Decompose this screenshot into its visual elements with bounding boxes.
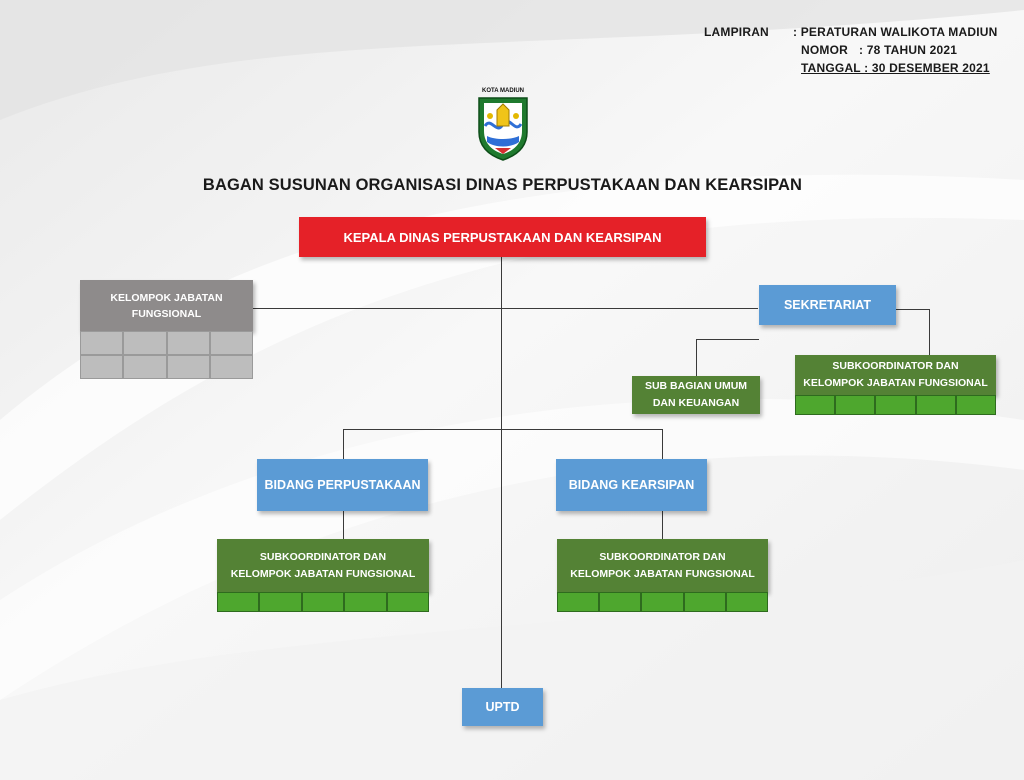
grid-cell — [557, 592, 600, 612]
grid-cell — [80, 331, 124, 355]
horizontal-line-upper — [253, 308, 758, 309]
line-to-perpustakaan — [343, 429, 344, 459]
grid-cell — [725, 592, 769, 612]
subkoordinator-line-2: KELOMPOK JABATAN FUNGSIONAL — [230, 567, 416, 580]
emblem-icon — [478, 97, 528, 161]
grid-cell — [641, 592, 684, 612]
lampiran-value: : PERATURAN WALIKOTA MADIUN — [793, 25, 998, 39]
chart-title: BAGAN SUSUNAN ORGANISASI DINAS PERPUSTAK… — [202, 176, 803, 194]
main-vertical-line — [501, 257, 502, 689]
subkoordinator-line-1: SUBKOORDINATOR DAN — [832, 360, 959, 372]
subkoordinator-perpustakaan-cells — [217, 592, 430, 612]
grid-cell — [955, 395, 997, 415]
line-sekretariat-left — [696, 339, 759, 340]
grid-cell — [123, 331, 167, 355]
nomor-value: : 78 TAHUN 2021 — [859, 43, 958, 57]
subkoordinator-sekretariat-cells — [795, 395, 997, 415]
subkoordinator-sekretariat-box: SUBKOORDINATOR DAN KELOMPOK JABATAN FUNG… — [795, 355, 996, 395]
nomor-label: NOMOR — [801, 43, 848, 57]
subkoordinator-kearsipan-box: SUBKOORDINATOR DAN KELOMPOK JABATAN FUNG… — [557, 539, 768, 592]
grid-cell — [835, 395, 876, 415]
subkoordinator-line-2: KELOMPOK JABATAN FUNGSIONAL — [570, 567, 755, 580]
uptd-box: UPTD — [462, 688, 543, 726]
line-sekretariat-subbag — [696, 339, 697, 376]
grid-cell — [344, 592, 387, 612]
grid-cell — [683, 592, 726, 612]
grid-cell — [259, 592, 302, 612]
kelompok-jabatan-grid — [80, 331, 253, 379]
grid-cell — [166, 355, 210, 379]
subkoordinator-line-1: SUBKOORDINATOR DAN — [259, 550, 387, 563]
horizontal-line-bidang — [343, 429, 663, 430]
subkoordinator-kearsipan-cells — [557, 592, 769, 612]
line-to-kearsipan — [662, 429, 663, 459]
grid-cell — [301, 592, 345, 612]
grid-cell — [80, 355, 124, 379]
kelompok-jabatan-line-2: FUNGSIONAL — [131, 307, 202, 320]
sekretariat-box: SEKRETARIAT — [759, 285, 896, 325]
logo-text: KOTA MADIUN — [482, 88, 524, 94]
grid-cell — [123, 355, 167, 379]
grid-cell — [875, 395, 916, 415]
line-perpustakaan-sub — [343, 511, 344, 539]
tanggal-text: TANGGAL : 30 DESEMBER 2021 — [801, 61, 990, 75]
grid-cell — [217, 592, 260, 612]
sub-bagian-umum-box: SUB BAGIAN UMUM DAN KEUANGAN — [632, 376, 760, 414]
line-sekretariat-right — [896, 309, 930, 310]
line-sekretariat-subkoor — [929, 309, 930, 355]
subkoordinator-perpustakaan-box: SUBKOORDINATOR DAN KELOMPOK JABATAN FUNG… — [217, 539, 429, 592]
grid-cell — [386, 592, 430, 612]
kota-madiun-logo: KOTA MADIUN — [473, 88, 533, 164]
grid-cell — [209, 355, 253, 379]
grid-cell — [795, 395, 836, 415]
kelompok-jabatan-line-1: KELOMPOK JABATAN — [110, 291, 223, 304]
kelompok-jabatan-fungsional-box: KELOMPOK JABATAN FUNGSIONAL — [80, 280, 253, 331]
grid-cell — [599, 592, 642, 612]
subkoordinator-line-1: SUBKOORDINATOR DAN — [599, 550, 726, 563]
lampiran-label: LAMPIRAN — [704, 25, 769, 39]
bidang-kearsipan-box: BIDANG KEARSIPAN — [556, 459, 707, 511]
grid-cell — [166, 331, 210, 355]
sub-bagian-line-1: SUB BAGIAN UMUM — [644, 380, 748, 392]
subkoordinator-line-2: KELOMPOK JABATAN FUNGSIONAL — [803, 377, 988, 389]
bidang-perpustakaan-box: BIDANG PERPUSTAKAAN — [257, 459, 428, 511]
sub-bagian-line-2: DAN KEUANGAN — [652, 397, 740, 409]
grid-cell — [209, 331, 253, 355]
line-kearsipan-sub — [662, 511, 663, 539]
grid-cell — [915, 395, 956, 415]
kepala-dinas-box: KEPALA DINAS PERPUSTAKAAN DAN KEARSIPAN — [299, 217, 706, 257]
